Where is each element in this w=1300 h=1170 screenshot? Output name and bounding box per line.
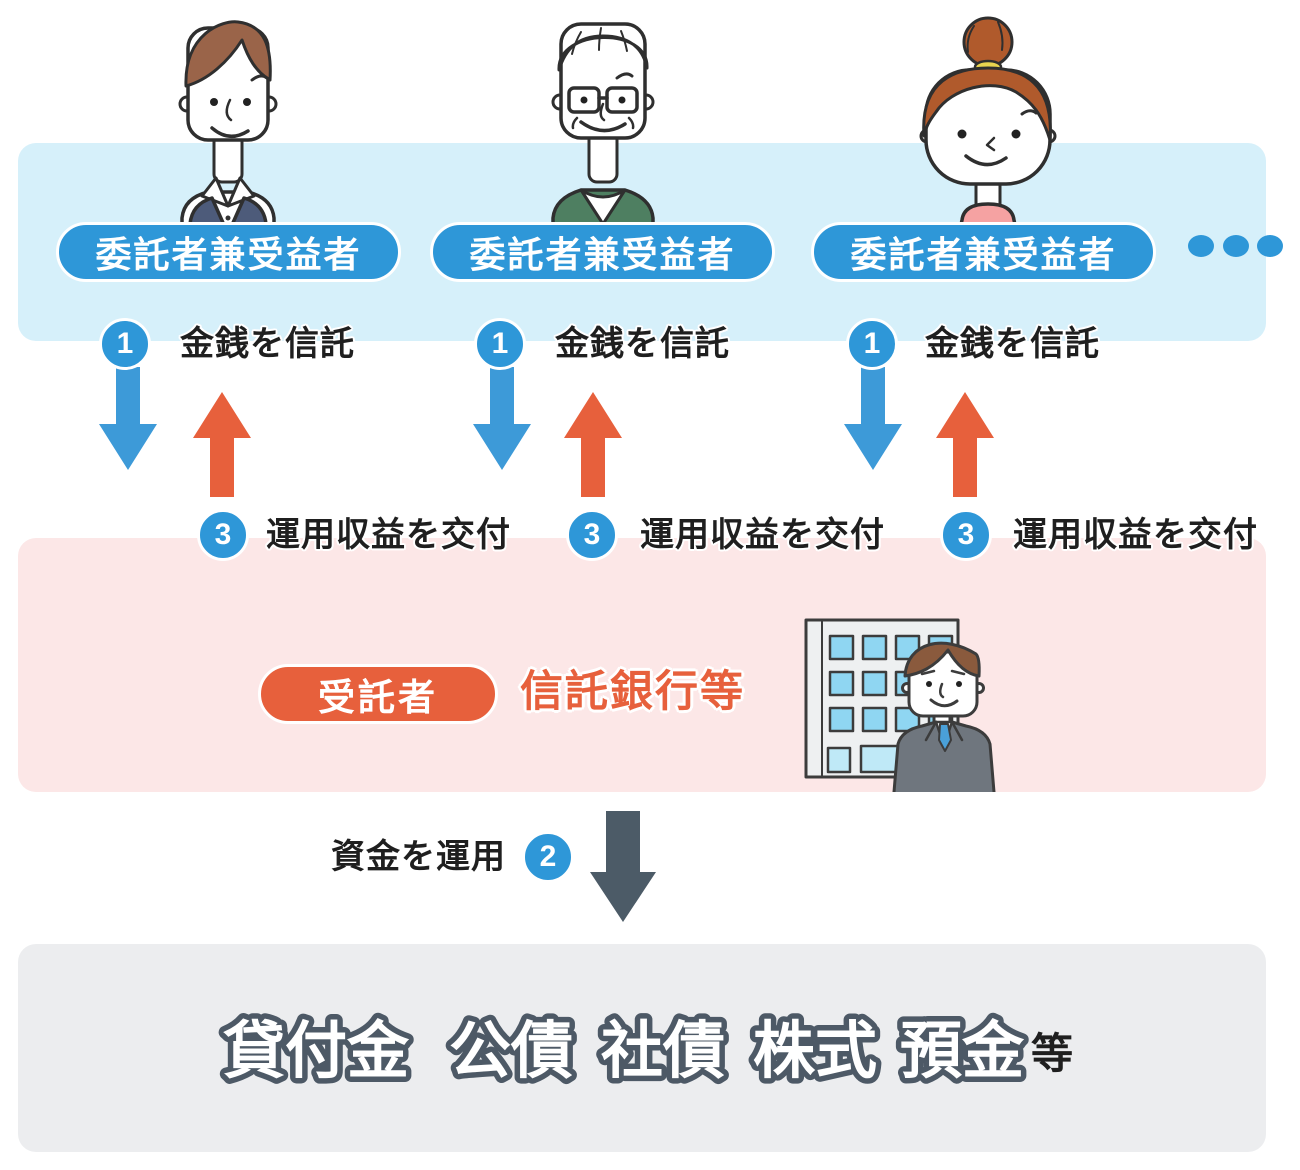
entrust-label-2: 金銭を信託 bbox=[555, 325, 730, 363]
invest-down-arrow bbox=[590, 811, 656, 922]
beneficiary-pill-1: 委託者兼受益者 bbox=[56, 222, 401, 282]
asset-word-loans: 貸付金 bbox=[223, 1017, 410, 1086]
step-3-badge-3: 3 bbox=[940, 509, 992, 561]
asset-word-corporate-bonds: 社債 bbox=[601, 1017, 725, 1086]
step-3-badge-2: 3 bbox=[566, 509, 618, 561]
ellipsis-dot bbox=[1188, 235, 1214, 257]
step-1-badge-3: 1 bbox=[846, 318, 898, 370]
entrust-down-arrow-3 bbox=[844, 367, 902, 470]
asset-word-deposits: 預金 bbox=[900, 1017, 1025, 1086]
assets-band bbox=[18, 944, 1266, 1152]
ellipsis-dot bbox=[1257, 235, 1283, 257]
deliver-label-3: 運用収益を交付 bbox=[1013, 516, 1258, 554]
step-2-badge: 2 bbox=[522, 831, 574, 883]
step-3-badge-1: 3 bbox=[197, 509, 249, 561]
step-1-badge-2: 1 bbox=[474, 318, 526, 370]
entrust-down-arrow-2 bbox=[473, 367, 531, 470]
invest-label: 資金を運用 bbox=[331, 838, 506, 876]
deliver-label-2: 運用収益を交付 bbox=[640, 516, 885, 554]
trustee-band bbox=[18, 538, 1266, 792]
step-1-badge-1: 1 bbox=[99, 318, 151, 370]
beneficiary-pill-2: 委託者兼受益者 bbox=[430, 222, 775, 282]
deliver-label-1: 運用収益を交付 bbox=[266, 516, 511, 554]
entrust-down-arrow-1 bbox=[99, 367, 157, 470]
asset-word-stocks: 株式 bbox=[753, 1017, 877, 1086]
bank-building-and-banker-illustration bbox=[804, 618, 996, 792]
deliver-up-arrow-1 bbox=[193, 392, 251, 497]
asset-suffix-etc: 等 bbox=[1031, 1030, 1073, 1077]
trustee-name: 信託銀行等 bbox=[520, 668, 745, 716]
ellipsis-dot bbox=[1223, 235, 1249, 257]
assets-words: 貸付金 公債 社債 株式 預金 等 bbox=[218, 1012, 1074, 1092]
deliver-up-arrow-2 bbox=[564, 392, 622, 497]
entrust-label-3: 金銭を信託 bbox=[925, 325, 1100, 363]
banker-figure bbox=[892, 641, 996, 792]
deliver-up-arrow-3 bbox=[936, 392, 994, 497]
beneficiary-pill-3: 委託者兼受益者 bbox=[811, 222, 1156, 282]
asset-word-public-bonds: 公債 bbox=[449, 1017, 573, 1086]
trustee-role-pill: 受託者 bbox=[258, 664, 498, 724]
entrust-label-1: 金銭を信託 bbox=[180, 325, 355, 363]
